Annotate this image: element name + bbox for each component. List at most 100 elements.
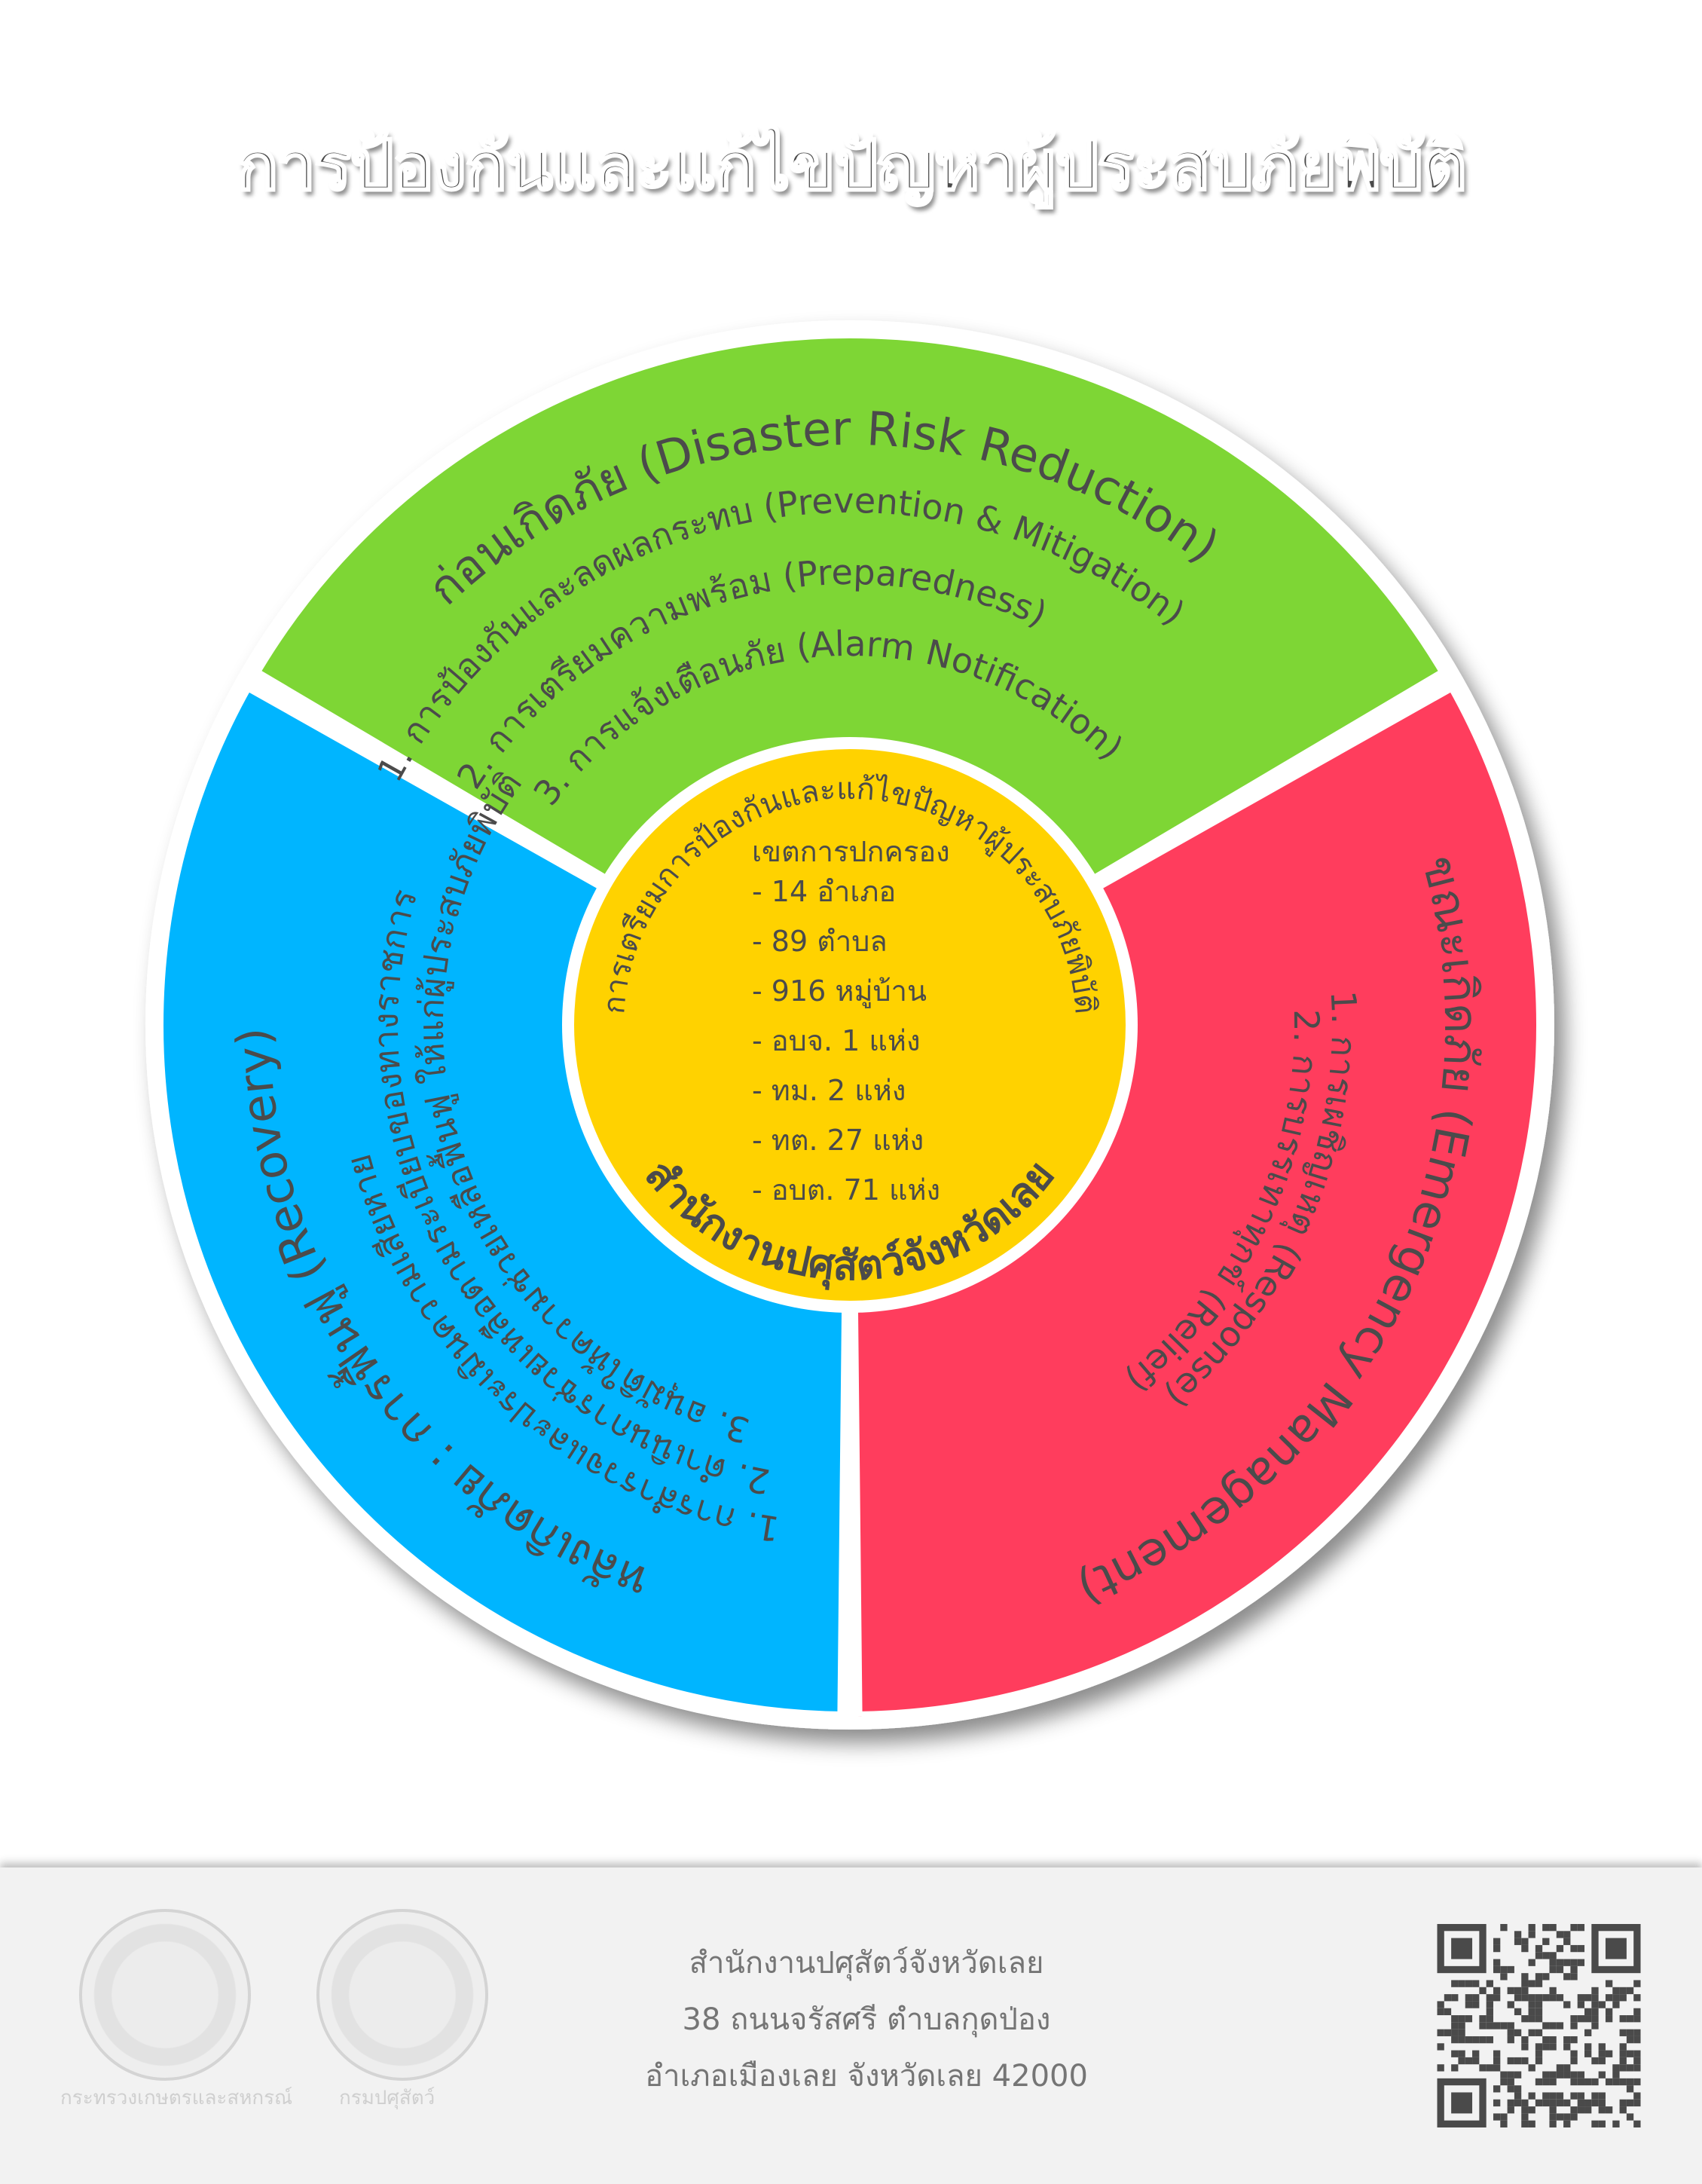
qr-module [1493,2064,1501,2072]
qr-module [1444,2029,1452,2036]
qr-module [1549,1965,1557,1974]
qr-module [1514,2085,1522,2093]
qr-module [1458,2015,1465,2023]
qr-module [1500,2120,1508,2127]
qr-module [1598,2071,1606,2078]
qr-module [1535,2099,1543,2107]
qr-module [1458,1980,1465,1987]
qr-module [1535,1973,1543,1981]
qr-module [1500,1924,1508,1932]
qr-module [1577,2092,1585,2100]
qr-module [1563,2099,1571,2107]
qr-module [1542,1924,1550,1932]
qr-module [1528,2008,1535,2016]
ministry-seal-logo [79,1909,251,2081]
qr-module [1500,2071,1508,2078]
qr-module [1619,1987,1627,1995]
qr-module [1514,2008,1522,2016]
qr-module [1507,2106,1514,2114]
qr-module [1563,2120,1571,2127]
qr-module [1591,1987,1599,1995]
qr-module [1563,1959,1571,1966]
qr-module [1591,2099,1599,2107]
qr-module [1479,2022,1487,2030]
qr-module [1605,2050,1613,2057]
qr-module [1626,2015,1634,2023]
qr-module [1486,2001,1493,2008]
qr-module [1591,2022,1599,2030]
qr-module [1451,1994,1459,2002]
qr-module [1591,2092,1599,2100]
qr-module [1563,2071,1571,2078]
qr-module [1633,2015,1641,2023]
qr-module [1521,2106,1529,2114]
qr-module [1633,2064,1641,2072]
qr-module [1570,2078,1578,2086]
qr-module [1556,1965,1564,1974]
qr-module [1570,1944,1578,1953]
center-list-item: - ทต. 27 แห่ง [752,1124,924,1157]
center-disc [574,749,1126,1301]
qr-module [1521,1994,1529,2002]
qr-module [1549,2036,1557,2044]
center-list-item: - ทม. 2 แห่ง [752,1074,906,1107]
qr-module [1570,2015,1578,2023]
qr-module [1556,1931,1564,1938]
qr-module [1591,2057,1599,2065]
qr-module [1500,1965,1508,1974]
address-line: 38 ถนนจรัสศรี ตำบลกุดป่อง [682,2002,1051,2037]
qr-code[interactable] [1435,1924,1642,2127]
qr-module [1465,2015,1473,2023]
qr-module [1458,2057,1465,2065]
qr-module [1493,2057,1501,2065]
qr-module [1500,2022,1508,2030]
qr-module [1542,1994,1550,2002]
qr-module [1507,2071,1514,2078]
footer: กระทรวงเกษตรและสหกรณ์ กรมปศุสัตว์ สำนักง… [0,1867,1702,2184]
qr-module [1591,2078,1599,2086]
qr-module [1626,2085,1634,2093]
qr-module [1528,2029,1535,2036]
qr-module [1612,2120,1620,2127]
qr-module [1514,2099,1522,2107]
qr-module [1535,2001,1543,2008]
center-list-heading: เขตการปกครอง [752,835,950,868]
qr-module [1626,2064,1634,2072]
qr-module [1633,2036,1641,2044]
qr-module [1479,1987,1487,1995]
qr-module [1626,1987,1634,1995]
qr-module [1633,1980,1641,1987]
qr-module [1549,2092,1557,2100]
qr-module [1570,1973,1578,1981]
qr-module [1535,2078,1543,2086]
qr-module [1619,2106,1627,2114]
qr-module [1528,1959,1535,1966]
qr-module [1591,2008,1599,2016]
qr-module [1451,2036,1459,2044]
qr-module [1514,2057,1522,2065]
qr-module [1444,2008,1452,2016]
qr-module [1535,2029,1543,2036]
qr-module [1619,2099,1627,2107]
qr-module [1528,2001,1535,2008]
address-line: สำนักงานปศุสัตว์จังหวัดเลย [689,1946,1044,1981]
center-list-item: - 14 อำเภอ [752,875,896,908]
qr-module [1591,2120,1599,2127]
qr-module [1493,1987,1501,1995]
qr-module [1493,1994,1501,2002]
qr-module [1479,2036,1487,2044]
qr-module [1549,2043,1557,2051]
qr-module [1626,2029,1634,2036]
qr-module [1528,1924,1535,1932]
qr-module [1472,1994,1480,2002]
qr-module [1542,1938,1550,1945]
qr-module [1528,2015,1535,2023]
qr-module [1612,1987,1620,1995]
qr-module [1521,1938,1529,1945]
qr-module [1542,1973,1550,1981]
qr-module [1479,2015,1487,2023]
qr-module [1598,2120,1606,2127]
qr-module [1549,2078,1557,2086]
qr-module [1612,1994,1620,2002]
qr-module [1584,2008,1592,2016]
